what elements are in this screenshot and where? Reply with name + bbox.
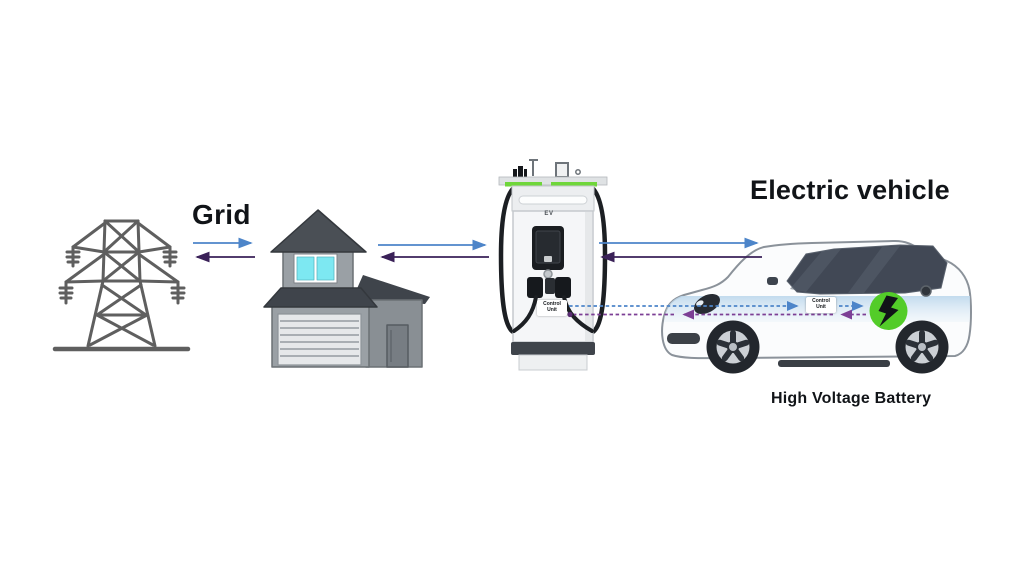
charger-button <box>543 269 553 279</box>
charge-port-icon <box>920 285 932 297</box>
electric-vehicle-label: Electric vehicle <box>750 175 950 205</box>
signal-endpoint-dot <box>567 311 573 318</box>
rear-wheel-icon <box>895 320 949 374</box>
car-front-bumper-intake <box>667 333 700 344</box>
transmission-tower-icon <box>52 219 191 352</box>
charging-station-icon <box>498 159 608 371</box>
control-signal-arrows <box>563 300 866 320</box>
high-voltage-battery-label: High Voltage Battery <box>771 390 932 407</box>
battery-bolt-icon <box>869 292 908 330</box>
charger-control-unit-label: Control Unit <box>537 300 567 316</box>
charger-connector-left <box>527 277 543 298</box>
charger-brand-label: EV <box>544 211 554 217</box>
grid-label: Grid <box>192 199 251 230</box>
charger-green-strip-left <box>505 182 542 187</box>
house-icon <box>263 209 430 368</box>
power-flow-arrows <box>193 237 762 263</box>
charger-green-strip-right <box>551 182 597 187</box>
car-control-unit-label: Control Unit <box>806 297 836 313</box>
front-wheel-icon <box>706 320 760 374</box>
charger-connector-right <box>555 277 571 298</box>
